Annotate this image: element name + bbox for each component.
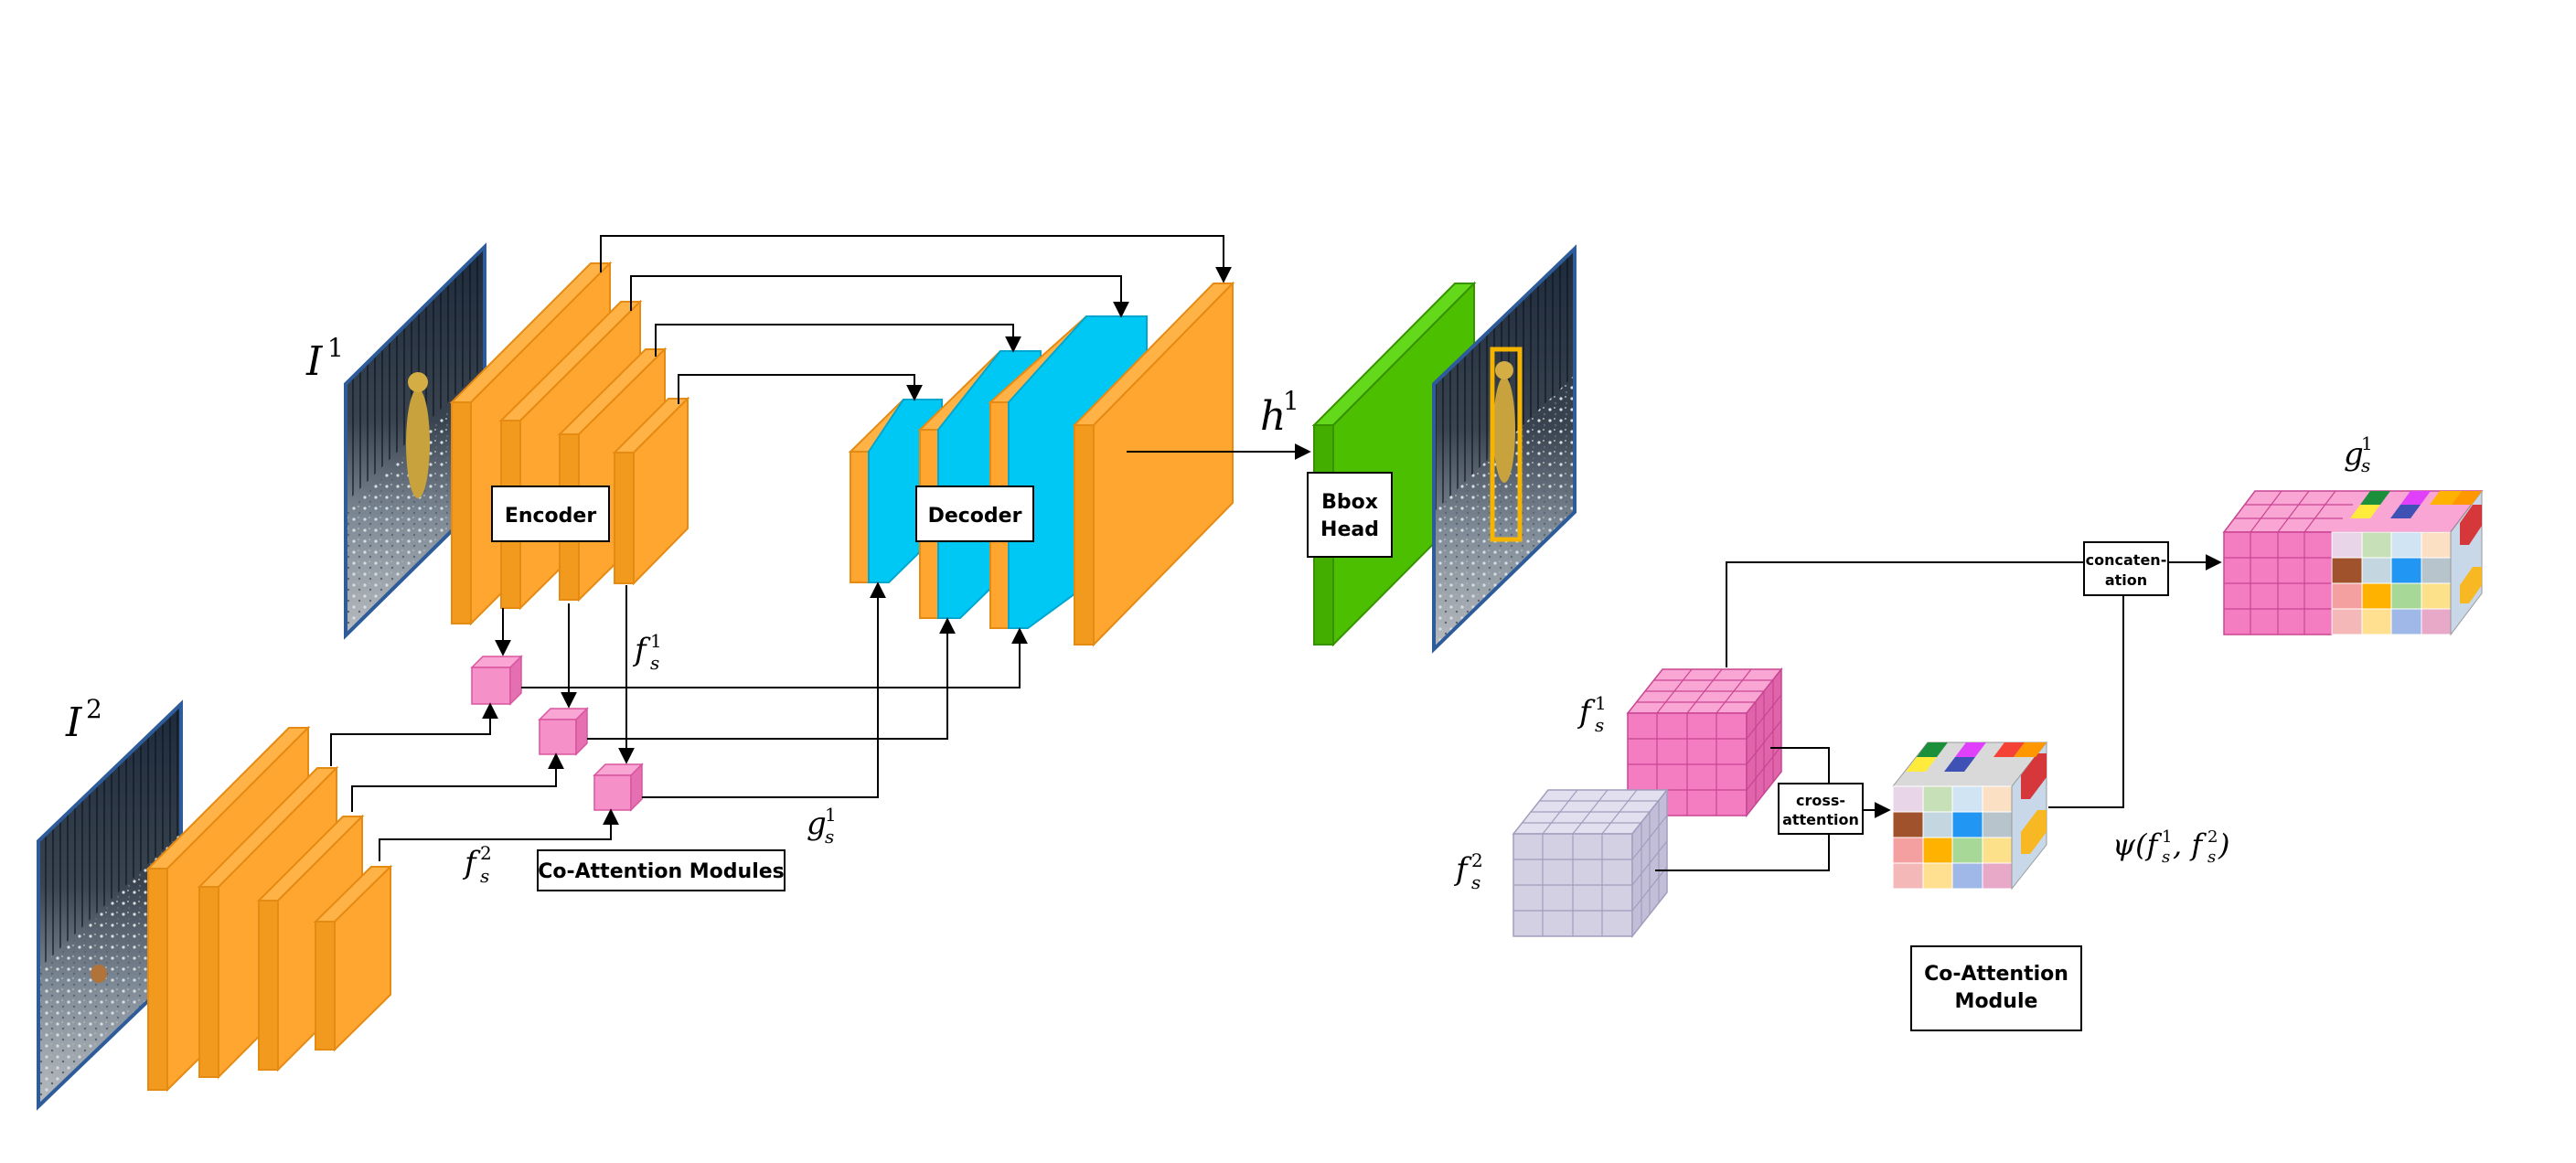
svg-text:I: I bbox=[65, 699, 83, 746]
bounding-box bbox=[1490, 347, 1523, 542]
co-attention-modules-label: Co-Attention Modules bbox=[538, 860, 785, 883]
svg-text:1: 1 bbox=[1283, 386, 1299, 416]
co-attention-modules-label-box: Co-Attention Modules bbox=[537, 849, 786, 891]
svg-text:h: h bbox=[1260, 393, 1286, 440]
svg-text:2: 2 bbox=[480, 842, 492, 864]
concatenation-label-line1: concaten- bbox=[2086, 551, 2167, 569]
svg-text:s: s bbox=[1595, 714, 1604, 736]
encoder2-to-coattention-arrows bbox=[330, 702, 619, 861]
label-I1: I 1 bbox=[305, 333, 344, 385]
bbox-head-label-box: Bbox Head bbox=[1307, 472, 1393, 558]
co-attention-module-label-box: Co-Attention Module bbox=[1910, 945, 2082, 1031]
svg-text:1: 1 bbox=[650, 630, 662, 652]
cross-attention-label-line1: cross- bbox=[1796, 792, 1845, 809]
co-attention-module-label-line1: Co-Attention bbox=[1924, 963, 2068, 986]
svg-text:, f: , f bbox=[2173, 827, 2207, 862]
svg-text:s: s bbox=[650, 652, 659, 674]
statue-figure bbox=[406, 389, 430, 498]
cross-attention-label-line2: attention bbox=[1782, 811, 1859, 828]
output-image bbox=[1432, 244, 1577, 654]
psi-output-cube bbox=[1891, 741, 2048, 891]
svg-text:1: 1 bbox=[2361, 432, 2373, 454]
skip-connections bbox=[600, 235, 1232, 404]
svg-text:2: 2 bbox=[1471, 849, 1483, 871]
concatenation-box: concaten- ation bbox=[2083, 541, 2169, 596]
decoder-label: Decoder bbox=[928, 505, 1022, 528]
svg-text:2: 2 bbox=[2207, 827, 2218, 847]
concatenation-inputs bbox=[1726, 554, 2222, 808]
label-psi: ψ(f 1 s , f 2 s ) bbox=[2112, 827, 2229, 867]
cross-attention-box: cross- attention bbox=[1778, 783, 1864, 835]
feature-cube-fs2 bbox=[1512, 787, 1669, 939]
encoder-bottom-stack bbox=[145, 725, 393, 1093]
input-image-1 bbox=[344, 242, 486, 640]
svg-text:g: g bbox=[2344, 436, 2364, 473]
encoder-label-box: Encoder bbox=[491, 485, 610, 542]
svg-text:s: s bbox=[2162, 848, 2170, 867]
svg-text:s: s bbox=[825, 826, 834, 848]
co-attention-cube-1 bbox=[470, 655, 523, 706]
svg-text:2: 2 bbox=[86, 694, 102, 724]
svg-text:1: 1 bbox=[1595, 692, 1607, 714]
svg-text:ψ(f: ψ(f bbox=[2112, 827, 2163, 862]
encoder-top-stack bbox=[449, 261, 690, 626]
co-attention-cube-2 bbox=[538, 707, 589, 756]
bbox-head-label-line2: Head bbox=[1320, 518, 1379, 541]
svg-text:1: 1 bbox=[327, 333, 344, 363]
encoder-label: Encoder bbox=[505, 505, 597, 528]
bbox-head-label-line1: Bbox bbox=[1321, 491, 1378, 514]
decoder-label-box: Decoder bbox=[915, 485, 1034, 542]
decoder-stack bbox=[848, 281, 1235, 647]
label-fs1-right: f 1 s bbox=[1577, 692, 1607, 736]
svg-text:g: g bbox=[807, 806, 827, 842]
label-gs1-left: g 1 s bbox=[807, 804, 837, 848]
svg-text:s: s bbox=[2207, 848, 2216, 867]
svg-text:1: 1 bbox=[2162, 827, 2172, 847]
svg-text:f: f bbox=[632, 632, 651, 668]
label-h1: h 1 bbox=[1260, 386, 1299, 440]
svg-text:s: s bbox=[1471, 871, 1480, 893]
concatenation-label-line2: ation bbox=[2105, 571, 2147, 589]
svg-text:f: f bbox=[462, 845, 481, 881]
svg-text:I: I bbox=[305, 338, 324, 385]
gs1-output-cube bbox=[2222, 489, 2484, 636]
label-gs1-right: g 1 s bbox=[2344, 432, 2373, 476]
label-fs1-left: f 1 s bbox=[632, 630, 662, 674]
svg-text:1: 1 bbox=[825, 804, 837, 826]
encoder-to-coattention-arrows bbox=[495, 585, 635, 764]
label-I2: I 2 bbox=[65, 694, 102, 746]
svg-text:s: s bbox=[480, 865, 489, 887]
label-fs2-right: f 2 s bbox=[1453, 849, 1483, 893]
co-attention-module-label-line2: Module bbox=[1955, 990, 2038, 1013]
label-fs2-left: f 2 s bbox=[462, 842, 492, 887]
svg-text:f: f bbox=[1577, 694, 1596, 731]
co-attention-cube-3 bbox=[593, 763, 644, 812]
cross-attention-inputs bbox=[1655, 747, 1891, 871]
svg-text:): ) bbox=[2218, 827, 2229, 862]
svg-text:f: f bbox=[1453, 851, 1472, 888]
coattention-to-decoder-arrows bbox=[521, 582, 1028, 798]
svg-text:s: s bbox=[2361, 454, 2370, 476]
